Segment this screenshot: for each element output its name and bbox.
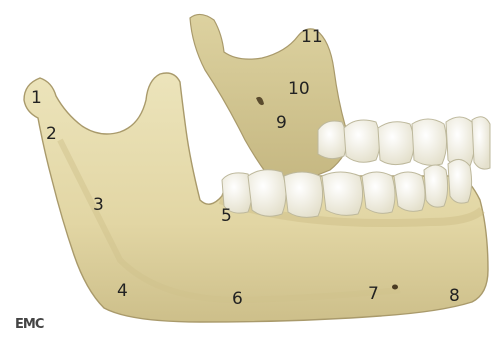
- contralateral-ramus: [190, 14, 348, 190]
- label-10: 10: [288, 81, 310, 98]
- label-2: 2: [46, 126, 57, 143]
- label-7: 7: [368, 286, 379, 303]
- label-1: 1: [31, 90, 42, 107]
- emc-watermark: EMC: [15, 317, 43, 332]
- label-8: 8: [449, 288, 460, 305]
- label-9: 9: [276, 115, 287, 132]
- label-3: 3: [93, 197, 104, 214]
- label-4: 4: [117, 283, 128, 300]
- label-5: 5: [221, 208, 232, 225]
- mental-foramen: [392, 285, 398, 290]
- label-11: 11: [301, 29, 323, 46]
- label-6: 6: [232, 291, 243, 308]
